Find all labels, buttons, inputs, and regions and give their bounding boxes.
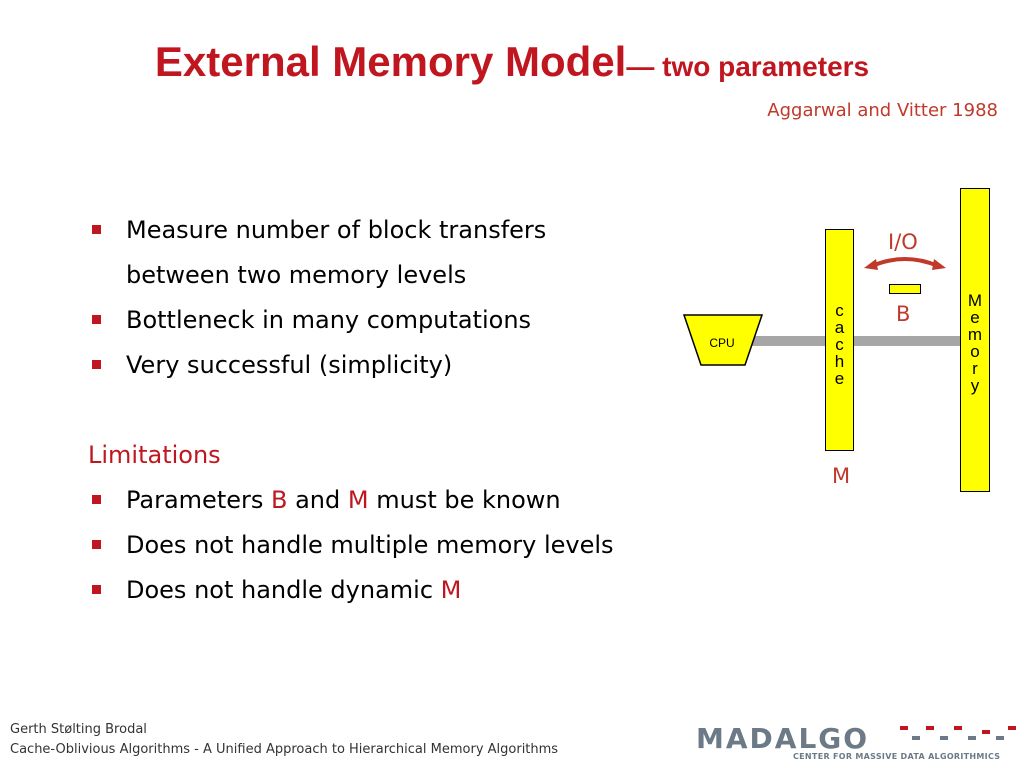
bullet-item: Measure number of block transfers	[88, 208, 708, 253]
bullet-item: Bottleneck in many computations	[88, 298, 708, 343]
bullet-text: Very successful (simplicity)	[126, 351, 453, 379]
cache-size-label: M	[832, 464, 851, 488]
limitation-item: Does not handle dynamic M	[88, 568, 708, 613]
bullet-square-icon	[92, 360, 101, 369]
limitation-item: Does not handle multiple memory levels	[88, 523, 708, 568]
logo-name: MADALGO	[696, 722, 870, 755]
slide-title-sub: — two parameters	[626, 51, 870, 82]
cpu-label: CPU	[709, 336, 735, 350]
io-label: I/O	[888, 230, 918, 254]
bullet-text: Bottleneck in many computations	[126, 306, 532, 334]
bullet-text: between two memory levels	[126, 261, 467, 289]
bullet-square-icon	[92, 495, 101, 504]
logo-tagline: CENTER FOR MASSIVE DATA ALGORITHMICS	[793, 752, 1001, 761]
bullet-item-continuation: between two memory levels	[88, 253, 708, 298]
bullet-item: Very successful (simplicity)	[88, 343, 708, 388]
limitations-heading: Limitations	[88, 441, 221, 469]
memory-box	[960, 188, 990, 492]
param-m: M	[440, 576, 462, 604]
footer-course: Cache-Oblivious Algorithms - A Unified A…	[10, 742, 559, 757]
footer: Gerth Stølting Brodal Cache-Oblivious Al…	[10, 720, 558, 760]
limitation-text: and	[287, 486, 348, 514]
bullet-square-icon	[92, 315, 101, 324]
block-shape	[889, 284, 921, 294]
cpu-shape	[683, 314, 763, 366]
limitation-text: Parameters	[126, 486, 271, 514]
limitation-item: Parameters B and M must be known	[88, 478, 708, 523]
block-label: B	[896, 302, 911, 326]
bullet-square-icon	[92, 585, 101, 594]
bullet-text: Measure number of block transfers	[126, 216, 547, 244]
slide-title-main: External Memory Model	[154, 38, 627, 85]
limitation-text: must be known	[368, 486, 561, 514]
limitation-text: Does not handle multiple memory levels	[126, 531, 614, 559]
param-b: B	[271, 486, 288, 514]
io-double-arrow-icon	[864, 257, 946, 270]
attribution: Aggarwal and Vitter 1988	[767, 100, 998, 121]
slide-title: External Memory Model— two parameters	[0, 38, 1024, 86]
footer-author: Gerth Stølting Brodal	[10, 722, 147, 737]
data-bus	[748, 336, 963, 346]
bullet-list: Measure number of block transfers betwee…	[88, 208, 708, 613]
cache-box	[825, 229, 854, 451]
param-m: M	[347, 486, 369, 514]
limitation-text: Does not handle dynamic	[126, 576, 441, 604]
logo-dashes-icon	[900, 726, 1016, 740]
bullet-square-icon	[92, 225, 101, 234]
bullet-square-icon	[92, 540, 101, 549]
